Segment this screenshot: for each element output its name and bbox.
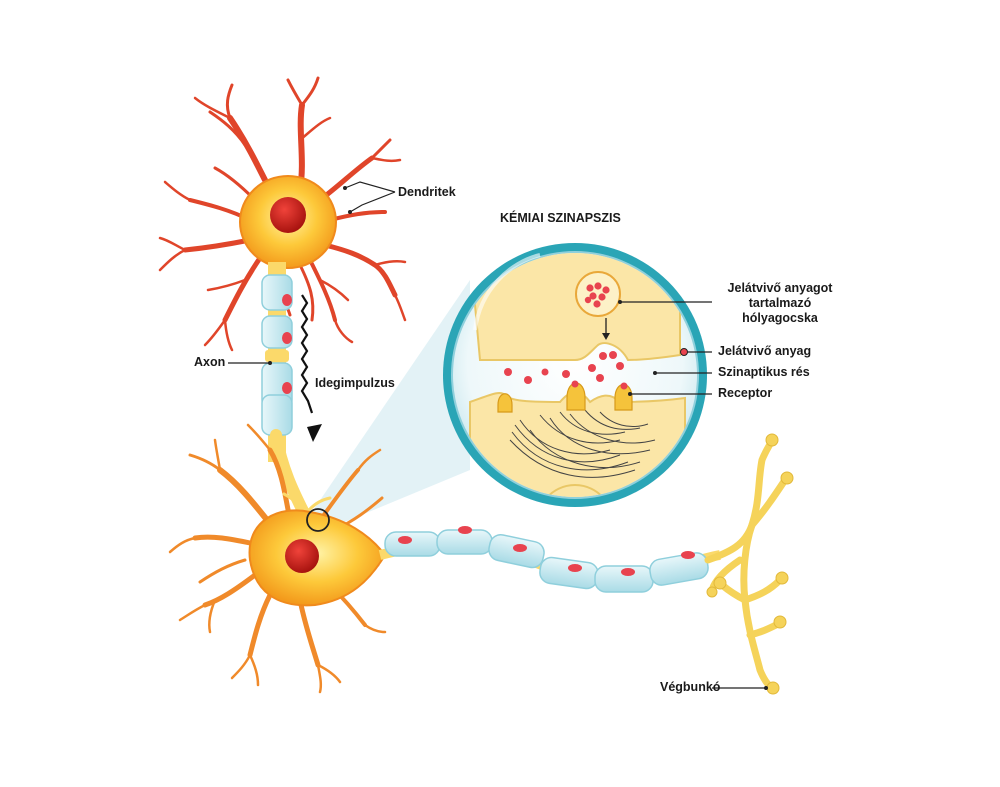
label-axon: Axon <box>194 355 226 369</box>
receptors <box>497 382 633 413</box>
terminal-bouton <box>766 681 780 695</box>
label-synaptic-cleft: Szinaptikus rés <box>718 365 810 379</box>
myelin-red-dots <box>398 526 695 576</box>
axon-terminals <box>704 436 789 692</box>
bottom-axon <box>378 526 721 593</box>
diagram-title: KÉMIAI SZINAPSZIS <box>500 211 621 225</box>
released-neurotransmitters <box>504 351 624 384</box>
label-vesicle-line1: Jelátvivő anyagot <box>727 281 833 295</box>
label-receptor: Receptor <box>718 386 773 400</box>
label-terminal-bouton: Végbunkó <box>660 680 721 694</box>
nerve-impulse-arrow <box>300 294 322 442</box>
leader-dots <box>268 186 768 690</box>
top-nucleus <box>270 197 306 233</box>
signal-arcs <box>509 409 656 478</box>
vesicle <box>575 271 621 317</box>
label-neurotransmitter: Jelátvivő anyag <box>718 344 812 358</box>
label-dendrites: Dendritek <box>398 185 456 199</box>
label-vesicle-line3: hólyagocska <box>742 311 818 325</box>
label-vesicle: Jelátvivő anyagot tartalmazó hólyagocska <box>718 281 842 326</box>
leader-lines <box>228 181 766 689</box>
bottom-soma <box>248 509 387 607</box>
bottom-nucleus <box>285 539 319 573</box>
terminal-buttons <box>706 433 794 695</box>
presynaptic-terminal <box>468 253 681 362</box>
label-nerve-impulse: Idegimpulzus <box>315 376 395 390</box>
label-vesicle-line2: tartalmazó <box>748 296 812 310</box>
myelin-segment <box>261 394 293 436</box>
magnified-region-marker <box>306 508 330 532</box>
top-soma <box>239 175 337 269</box>
zoom-cone <box>312 280 470 528</box>
myelin-sheaths <box>384 529 709 593</box>
synapse-lens <box>443 243 707 507</box>
